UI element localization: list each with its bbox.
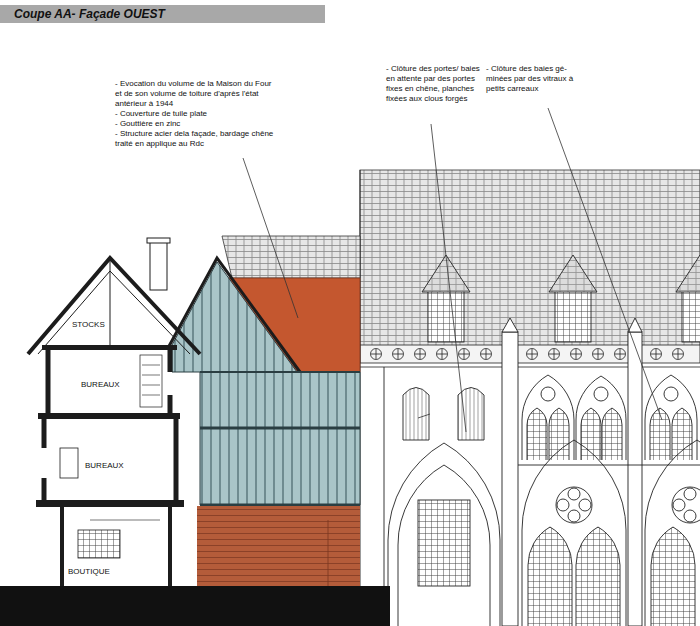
title-band [0, 5, 325, 23]
leader-lines [243, 108, 662, 432]
annotation-note: - Evocation du volume de la Maison du Fo… [115, 79, 275, 109]
building-section [28, 238, 200, 586]
annotation-note: - Structure acier dela façade, bardage c… [115, 129, 275, 149]
frieze [360, 345, 700, 367]
room-label: BUREAUX [84, 461, 125, 470]
church-wall [360, 170, 700, 626]
annotation-note: - Clôture des baies gé- minées par des v… [486, 64, 582, 94]
dormers [422, 255, 700, 342]
maison-du-four [168, 236, 360, 586]
annotation-note: - Couverture de tuile plate [115, 109, 275, 119]
room-label: BUREAUX [80, 380, 121, 389]
annotation-note: - Clôture des portes/ baies en attente p… [386, 64, 484, 104]
annotation-note: - Gouttière en zinc [115, 119, 275, 129]
room-label: STOCKS [71, 320, 106, 329]
ground [0, 586, 390, 626]
drawing-title: Coupe AA- Façade OUEST [14, 7, 165, 21]
room-label: BOUTIQUE [67, 567, 111, 576]
church-roof [360, 170, 700, 346]
